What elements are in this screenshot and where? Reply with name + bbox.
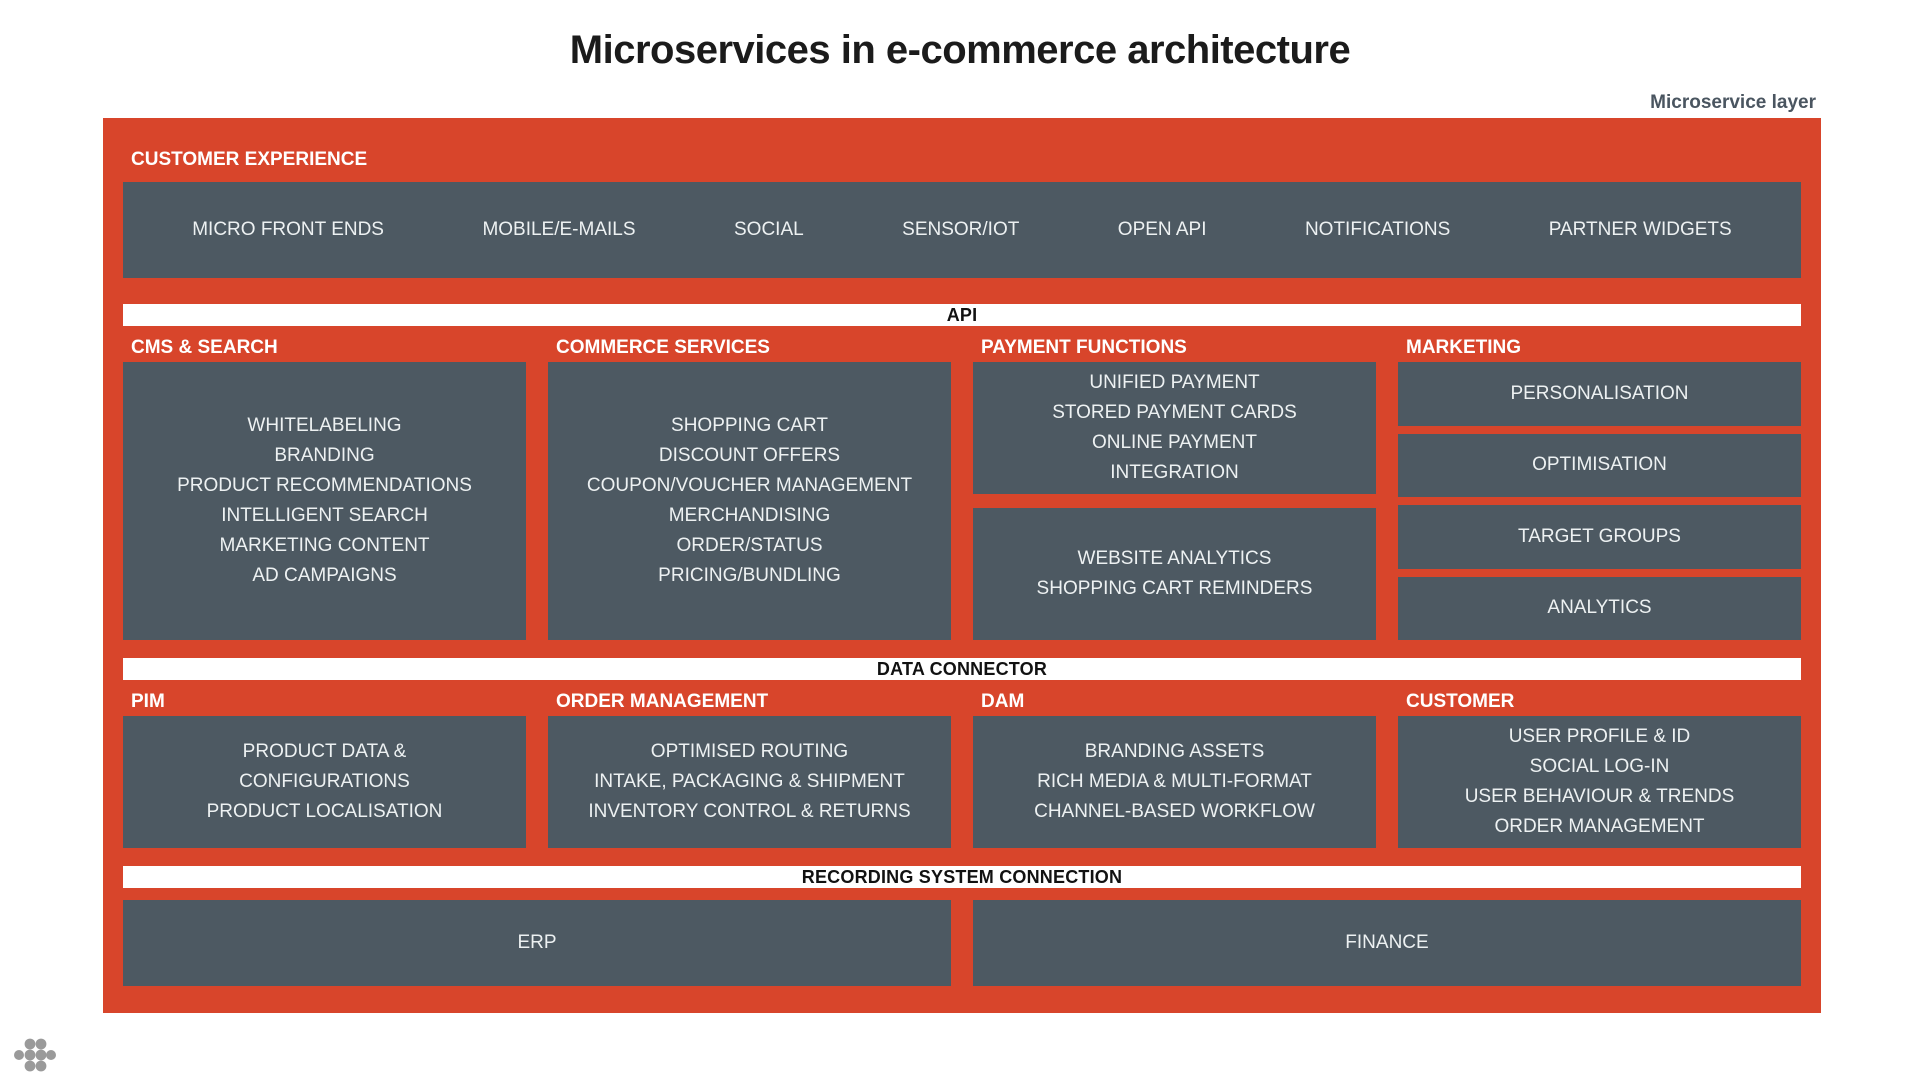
system-box-label: FINANCE [1345, 932, 1429, 953]
service-item-shopping-cart: SHOPPING CART [671, 415, 828, 436]
column-pim: PRODUCT DATA & CONFIGURATIONS PRODUCT LOC… [123, 716, 526, 848]
column-dam: BRANDING ASSETS RICH MEDIA & MULTI-FORMAT… [973, 716, 1376, 848]
service-item-product-data-configurations: PRODUCT DATA & CONFIGURATIONS [239, 741, 410, 792]
column-customer: USER PROFILE & ID SOCIAL LOG-IN USER BEHAV… [1398, 716, 1801, 848]
service-box-cms-search-1: WHITELABELING BRANDING PRODUCT RECOMMENDAT… [123, 362, 526, 640]
service-item-marketing-content: MARKETING CONTENT [219, 535, 430, 556]
service-item-social-log-in: SOCIAL LOG-IN [1529, 756, 1670, 777]
service-item-merchandising: MERCHANDISING [668, 505, 831, 526]
divider-recording-label: RECORDING SYSTEM CONNECTION [801, 866, 1123, 887]
service-item-rich-media-multi-format: RICH MEDIA & MULTI-FORMAT [1037, 771, 1312, 792]
service-box-dam-1: BRANDING ASSETS RICH MEDIA & MULTI-FORMAT… [973, 716, 1376, 848]
service-item-analytics: ANALYTICS [1547, 597, 1652, 619]
section-header-order-management: ORDER MANAGEMENT [556, 691, 769, 712]
microservice-layer-panel: CUSTOMER EXPERIENCE MICRO FRONT ENDS MOBI… [103, 118, 1821, 1013]
divider-api-label: API [946, 304, 978, 325]
service-item-product-localisation: PRODUCT LOCALISATION [206, 801, 443, 822]
system-box-erp: ERP [123, 900, 951, 986]
middle-section-headers: CMS & SEARCH COMMERCE SERVICES PAYMENT FUN… [123, 336, 1801, 360]
service-item-target-groups: TARGET GROUPS [1518, 525, 1681, 547]
service-item-intake-packaging-shipment: INTAKE, PACKAGING & SHIPMENT [594, 771, 905, 792]
service-item-unified-payment: UNIFIED PAYMENT [1089, 372, 1260, 393]
customer-experience-box: MICRO FRONT ENDS MOBILE/E-MAILS SOCIAL SENS… [123, 182, 1801, 278]
service-item-order-status: ORDER/STATUS [676, 535, 823, 556]
recording-systems-row: ERP FINANCE [123, 900, 1801, 986]
channel-item-partner-widgets: PARTNER WIDGETS [1548, 219, 1732, 240]
service-item-pricing-bundling: PRICING/BUNDLING [658, 565, 841, 586]
section-header-customer-experience: CUSTOMER EXPERIENCE [131, 149, 368, 170]
service-item-personalisation: PERSONALISATION [1510, 382, 1689, 404]
service-box-marketing-2: OPTIMISATION [1398, 433, 1801, 497]
channel-item-mobile-e-mails: MOBILE/E-MAILS [482, 219, 636, 240]
section-header-dam: DAM [981, 691, 1025, 712]
service-item-intelligent-search: INTELLIGENT SEARCH [221, 505, 428, 526]
service-item-online-payment-integration: ONLINE PAYMENT INTEGRATION [1091, 432, 1258, 483]
column-marketing: PERSONALISATION OPTIMISATION TARGET GROUPS… [1398, 362, 1801, 640]
service-item-product-recommendations: PRODUCT RECOMMENDATIONS [177, 475, 472, 496]
service-box-commerce-services-1: SHOPPING CART DISCOUNT OFFERS COUPON/VOUCH… [548, 362, 951, 640]
middle-section-boxes: WHITELABELING BRANDING PRODUCT RECOMMENDAT… [123, 362, 1801, 640]
service-box-marketing-4: ANALYTICS [1398, 576, 1801, 640]
service-item-ad-campaigns: AD CAMPAIGNS [252, 565, 397, 586]
service-box-payment-functions-1: UNIFIED PAYMENT STORED PAYMENT CARDS ONLIN… [973, 362, 1376, 494]
system-box-finance: FINANCE [973, 900, 1801, 986]
channel-item-micro-front-ends: MICRO FRONT ENDS [192, 219, 384, 240]
service-item-discount-offers: DISCOUNT OFFERS [658, 445, 841, 466]
layer-label: Microservice layer [1650, 92, 1816, 113]
service-item-coupon-voucher-management: COUPON/VOUCHER MANAGEMENT [586, 475, 913, 496]
service-item-shopping-cart-reminders: SHOPPING CART REMINDERS [1036, 578, 1313, 599]
service-item-branding-assets: BRANDING ASSETS [1084, 741, 1265, 762]
service-item-stored-payment-cards: STORED PAYMENT CARDS [1052, 402, 1297, 423]
service-box-marketing-3: TARGET GROUPS [1398, 505, 1801, 569]
service-item-user-profile-id: USER PROFILE & ID [1508, 726, 1691, 747]
divider-api: API [123, 304, 1801, 326]
section-header-marketing: MARKETING [1406, 337, 1522, 358]
lower-section-boxes: PRODUCT DATA & CONFIGURATIONS PRODUCT LOC… [123, 716, 1801, 848]
lower-section-headers: PIM ORDER MANAGEMENT DAM CUSTOMER [123, 690, 1801, 714]
page-title: Microservices in e-commerce architecture [569, 28, 1351, 72]
section-header-commerce-services: COMMERCE SERVICES [556, 337, 770, 358]
column-payment-functions: UNIFIED PAYMENT STORED PAYMENT CARDS ONLIN… [973, 362, 1376, 640]
column-commerce-services: SHOPPING CART DISCOUNT OFFERS COUPON/VOUCH… [548, 362, 951, 640]
service-box-payment-functions-2: WEBSITE ANALYTICS SHOPPING CART REMINDERS [973, 508, 1376, 640]
channel-item-open-api: OPEN API [1117, 219, 1207, 240]
service-item-channel-based-workflow: CHANNEL-BASED WORKFLOW [1034, 801, 1315, 822]
channel-item-sensor-iot: SENSOR/IOT [902, 219, 1020, 240]
service-item-whitelabeling: WHITELABELING [247, 415, 402, 436]
divider-data-connector-label: DATA CONNECTOR [876, 658, 1048, 679]
service-box-order-management-1: OPTIMISED ROUTING INTAKE, PACKAGING & SHI… [548, 716, 951, 848]
service-box-customer-1: USER PROFILE & ID SOCIAL LOG-IN USER BEHAV… [1398, 716, 1801, 848]
section-header-cms-search: CMS & SEARCH [131, 337, 278, 358]
service-box-marketing-1: PERSONALISATION [1398, 362, 1801, 426]
service-item-optimisation: OPTIMISATION [1532, 454, 1667, 476]
service-item-user-behaviour-trends: USER BEHAVIOUR & TRENDS [1464, 786, 1735, 807]
channel-item-social: SOCIAL [734, 219, 804, 240]
section-header-payment-functions: PAYMENT FUNCTIONS [981, 337, 1187, 358]
service-item-optimised-routing: OPTIMISED ROUTING [650, 741, 849, 762]
divider-recording-system-connection: RECORDING SYSTEM CONNECTION [123, 866, 1801, 888]
service-item-inventory-control-returns: INVENTORY CONTROL & RETURNS [588, 801, 911, 822]
service-item-branding: BRANDING [274, 445, 375, 466]
column-order-management: OPTIMISED ROUTING INTAKE, PACKAGING & SHI… [548, 716, 951, 848]
logo-dots-icon [14, 1036, 56, 1074]
service-item-order-management: ORDER MANAGEMENT [1494, 816, 1705, 837]
service-item-website-analytics: WEBSITE ANALYTICS [1077, 548, 1272, 569]
channel-item-notifications: NOTIFICATIONS [1304, 219, 1451, 240]
section-header-customer: CUSTOMER [1406, 691, 1515, 712]
section-header-pim: PIM [131, 691, 165, 712]
divider-data-connector: DATA CONNECTOR [123, 658, 1801, 680]
system-box-label: ERP [517, 932, 557, 953]
column-cms-search: WHITELABELING BRANDING PRODUCT RECOMMENDAT… [123, 362, 526, 640]
service-box-pim-1: PRODUCT DATA & CONFIGURATIONS PRODUCT LOC… [123, 716, 526, 848]
